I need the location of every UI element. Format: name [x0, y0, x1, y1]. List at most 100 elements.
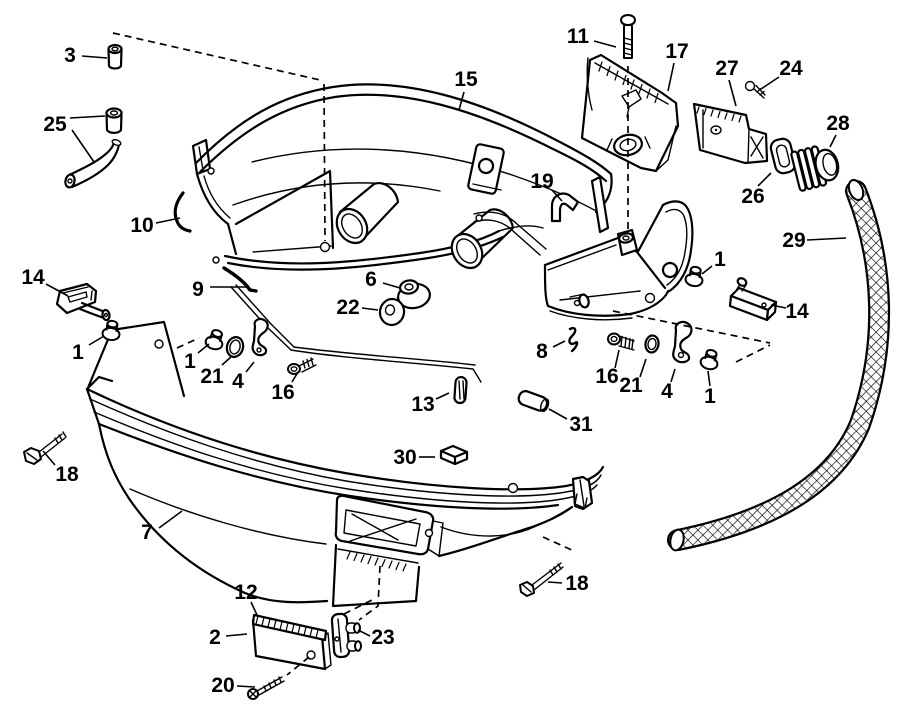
part-number-label: 1: [184, 350, 196, 373]
part-number-label: 4: [661, 380, 673, 403]
part-number-label: 31: [569, 413, 593, 436]
washer-part-22: [378, 297, 406, 327]
pin-part-13: [453, 375, 468, 405]
leader-line: [548, 408, 568, 420]
part-number-label: 13: [411, 393, 434, 416]
leader-line: [667, 62, 675, 92]
part-number-label: 28: [826, 112, 850, 135]
oring-part-21-right: [644, 334, 660, 354]
part-number-label: 21: [619, 374, 643, 397]
latch-handle-part-14-right: [728, 277, 778, 322]
part-number-label: 22: [336, 296, 359, 319]
screw-part-16-right: [607, 332, 635, 351]
part-number-label: 21: [200, 365, 224, 388]
clip-part-10: [173, 191, 192, 233]
leader-line: [225, 633, 248, 637]
upper-cover-part-15: [191, 83, 613, 383]
part-number-label: 14: [21, 266, 45, 289]
latch-handle-part-14-left: [55, 282, 111, 322]
clip-part-9: [222, 266, 258, 293]
leader-line: [291, 371, 299, 383]
part-number-label: 17: [665, 40, 688, 63]
part-number-label: 26: [741, 185, 764, 208]
leader-line: [639, 358, 647, 378]
leader-line: [42, 450, 56, 466]
part-number-label: 1: [714, 248, 726, 271]
part-number-label: 27: [715, 57, 738, 80]
part-number-label: 23: [371, 626, 394, 649]
part-number-label: 30: [393, 446, 416, 469]
leader-line: [458, 91, 465, 111]
part-number-label: 12: [234, 581, 257, 604]
gasket-part-26: [769, 137, 797, 175]
bushing-part-3: [107, 43, 123, 70]
grommet-part-6: [397, 279, 431, 310]
screw-part-24: [744, 80, 766, 99]
leader-line: [245, 361, 255, 373]
hook-lever-part-4-right: [672, 320, 693, 364]
bolt-part-18-left: [23, 431, 67, 465]
leader-line: [670, 368, 676, 383]
part-number-label: 14: [785, 300, 809, 323]
part-number-label: 19: [530, 170, 553, 193]
part-number-label: 18: [565, 572, 589, 595]
leader-line: [707, 370, 711, 387]
part-number-label: 29: [782, 229, 805, 252]
leader-line: [806, 237, 847, 241]
leader-line: [158, 510, 183, 529]
mount-bracket-assembly: [473, 175, 694, 321]
leader-line: [728, 79, 737, 107]
part-number-label: 25: [43, 113, 67, 136]
hook-lever-part-4-left: [251, 317, 269, 357]
leader-line: [547, 581, 563, 584]
leader-line: [435, 392, 450, 400]
grommet-part-1-right-bottom: [698, 347, 722, 372]
leader-line: [829, 134, 837, 148]
screw-part-20: [247, 676, 285, 700]
part-number-label: 3: [64, 44, 76, 67]
hook-clip-part-19: [550, 192, 580, 223]
bolt-part-18-right: [519, 562, 564, 597]
seal-strip-part-12: [251, 613, 328, 642]
hose-part-25: [64, 107, 123, 189]
grommet-part-1-left: [100, 318, 123, 343]
leader-line: [221, 355, 233, 366]
part-number-label: 9: [192, 278, 204, 301]
part-number-label: 15: [454, 68, 478, 91]
leader-line: [197, 343, 210, 354]
leader-line: [593, 40, 617, 48]
leader-line: [71, 129, 95, 163]
leader-line: [155, 217, 181, 224]
part-number-label: 6: [365, 268, 377, 291]
leader-line: [69, 115, 106, 119]
leader-line: [88, 335, 105, 346]
part-number-label: 16: [271, 381, 294, 404]
part-number-label: 20: [211, 674, 234, 697]
part-number-label: 4: [232, 370, 244, 393]
part-number-label: 24: [779, 57, 803, 80]
clip-part-8: [568, 326, 579, 353]
leader-line: [357, 629, 371, 637]
leader-line: [250, 601, 258, 616]
part-number-label: 2: [209, 626, 221, 649]
hose-part-29: [667, 178, 891, 552]
leader-line: [551, 189, 563, 202]
duct-part-27: [692, 102, 769, 165]
lower-cover-part-7: [85, 320, 605, 608]
spacer-part-31: [517, 390, 550, 413]
oring-part-21-left: [225, 336, 245, 358]
assembly-dashed-lines: [112, 32, 771, 676]
part-number-label: 18: [55, 463, 79, 486]
bellows-part-28: [790, 145, 840, 192]
grommet-part-1-right-top: [683, 264, 706, 289]
leader-line: [770, 304, 787, 309]
part-number-label: 10: [130, 214, 153, 237]
part-number-label: 11: [567, 25, 590, 48]
leader-line: [552, 340, 566, 348]
part-number-label: 16: [595, 365, 618, 388]
screw-part-16-left: [287, 357, 317, 375]
leader-line: [701, 265, 713, 275]
part-number-label: 8: [536, 340, 548, 363]
part-number-label: 7: [141, 521, 153, 544]
